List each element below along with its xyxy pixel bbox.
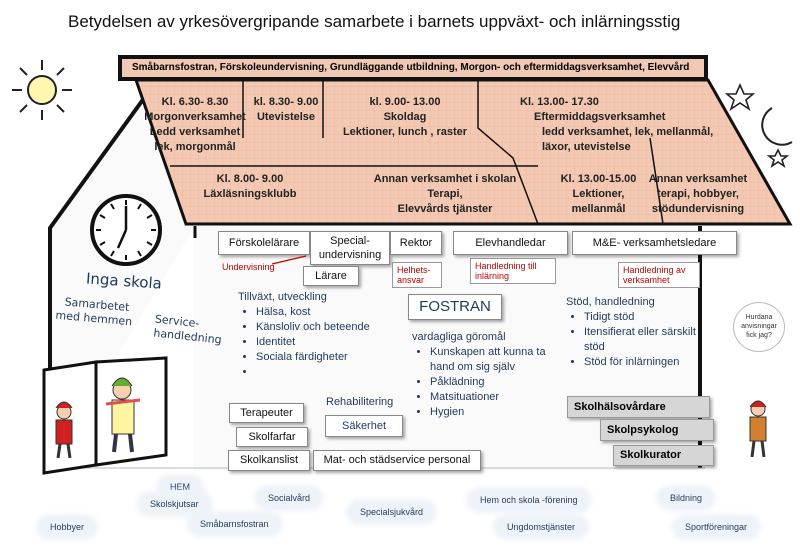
- list-item: Påklädning: [430, 375, 562, 390]
- cloud-sportforeningar: Sportföreningar: [675, 518, 758, 536]
- tag-helhetsansvar: Helhets-ansvar: [392, 262, 442, 288]
- role-forskolelarare: Förskolelärare: [218, 231, 310, 255]
- staff-skolfarfar: Skolfarfar: [236, 427, 308, 447]
- list-item: Matsituationer: [430, 390, 562, 405]
- role-rektor: Rektor: [390, 231, 442, 255]
- child-illustration: [749, 400, 767, 458]
- list-item: Hälsa, kost: [256, 305, 388, 320]
- list-item: Tidigt stöd: [584, 310, 706, 325]
- list-item: Sociala färdigheter: [256, 350, 388, 365]
- arrow-icon: [271, 255, 307, 265]
- staff-skolkanslist: Skolkanslist: [228, 450, 310, 471]
- diagram-title: Betydelsen av yrkesövergripande samarbet…: [68, 12, 681, 31]
- staff-mat-stad: Mat- och städservice personal: [313, 450, 481, 471]
- cloud-hem-skola-forening: Hem och skola -förening: [470, 491, 588, 509]
- staff-sakerhet: Säkerhet: [325, 415, 403, 437]
- role-larare: Lärare: [303, 266, 359, 286]
- clock-icon: [90, 194, 162, 266]
- list-item: [256, 365, 388, 380]
- cloud-skolskjutsar: Skolskjutsar: [140, 495, 209, 513]
- cloud-hem: HEM: [160, 478, 200, 496]
- roof-band: Småbarnsfostran, Förskoleundervisning, G…: [118, 55, 708, 81]
- cloud-socialvard: Socialvård: [258, 489, 321, 507]
- staff-terapeuter: Terapeuter: [229, 403, 304, 423]
- list-item: Stöd för inlärningen: [584, 355, 706, 370]
- list-item: Känsloliv och beteende: [256, 320, 388, 335]
- fostran-heading: FOSTRAN: [408, 294, 502, 320]
- cloud-hobbyer: Hobbyer: [40, 518, 95, 536]
- list-stod: Stöd, handledning Tidigt stöd Itensifier…: [566, 296, 706, 370]
- list-item: Hygien: [430, 405, 562, 420]
- care-skolhalsovardare: Skolhälsovårdare: [567, 396, 710, 418]
- list-fostran: vardagliga göromål Kunskapen att kunna t…: [412, 331, 562, 420]
- cloud-specialsjukvard: Specialsjukvård: [350, 503, 434, 521]
- list-tillvaxt: Tillväxt, utveckling Hälsa, kost Känslol…: [238, 291, 388, 380]
- role-me-ledare: M&E- verksamhetsledare: [572, 231, 737, 255]
- cloud-bildning: Bildning: [660, 489, 713, 507]
- tag-undervisning: Undervisning: [222, 262, 275, 272]
- door-children-illustration: [42, 356, 168, 475]
- role-elevhandledar: Elevhandledar: [453, 231, 568, 255]
- label-rehabilitering: Rehabilitering: [326, 396, 394, 408]
- care-skolkurator: Skolkurator: [613, 445, 714, 466]
- cloud-ungdomstjanster: Ungdomstjänster: [497, 518, 586, 536]
- list-item: Itensifierat eller särskilt stöd: [584, 325, 706, 355]
- list-item: Kunskapen att kunna ta hand om sig själv: [430, 345, 562, 375]
- role-specialundervisning: Special-undervisning: [310, 231, 390, 265]
- care-skolpsykolog: Skolpsykolog: [600, 419, 714, 441]
- sun-icon: [12, 60, 72, 120]
- list-item: Identitet: [256, 335, 351, 350]
- moon-icon: [761, 107, 793, 146]
- cloud-smabarnsfostran: Småbarnsfostran: [190, 515, 279, 533]
